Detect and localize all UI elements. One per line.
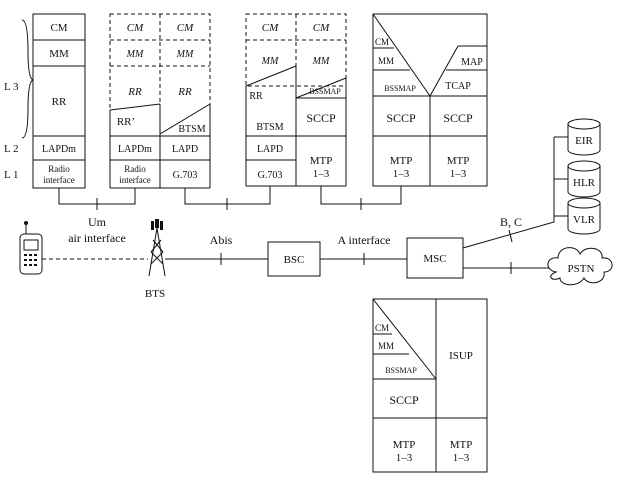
ms-radio-1: Radio: [48, 164, 70, 174]
msc-mtp-right-2: 1–3: [450, 168, 467, 180]
vlr-label: VLR: [573, 214, 596, 226]
ms-stack-frame: [32, 13, 86, 189]
layer-l1-label: L 1: [4, 169, 19, 181]
bts-mm-left: MM: [126, 49, 144, 60]
bts-label: BTS: [145, 288, 165, 300]
hlr-database: HLR: [567, 160, 601, 198]
layer-l2-label: L 2: [4, 143, 19, 155]
msc-cm: CM: [375, 37, 389, 47]
a-interface-label: A interface: [338, 233, 391, 247]
layer-l3-brace: [21, 19, 35, 139]
bts-rr-right: RR: [177, 86, 192, 98]
bts-cm-right: CM: [177, 22, 194, 34]
isup-stack-mtp-left-2: 1–3: [396, 452, 413, 464]
msc-mm: MM: [378, 56, 394, 66]
bc-interface-label: B, C: [500, 215, 522, 229]
ms-rr: RR: [52, 96, 67, 108]
layer-l3-label: L 3: [4, 81, 19, 93]
bsc-lapd: LAPD: [257, 144, 283, 155]
bts-radio-1: Radio: [124, 164, 146, 174]
isup-stack-mm: MM: [378, 341, 394, 351]
layer-labels: L 3 L 2 L 1: [4, 19, 35, 181]
bsc-sccp: SCCP: [306, 111, 336, 125]
stack-connectors: [58, 186, 402, 210]
isup-stack-mtp-right-2: 1–3: [453, 452, 470, 464]
isup-stack-isup: ISUP: [449, 350, 473, 362]
msc-sccp-left: SCCP: [386, 111, 416, 125]
ms-cm: CM: [50, 22, 67, 34]
isup-stack-bssmap: BSSMAP: [385, 366, 417, 375]
bsc-rr: RR: [249, 91, 263, 102]
bts-rr-left: RR: [127, 86, 142, 98]
isup-stack-mtp-left-1: MTP: [393, 439, 416, 451]
bsc-protocol-stack: CM MM RR BTSM LAPD G.703 CM MM BSSMAP SC…: [245, 13, 347, 187]
bts-rr-prime: RR’: [117, 116, 135, 128]
msc-sccp-right: SCCP: [443, 111, 473, 125]
msc-mtp-left-2: 1–3: [393, 168, 410, 180]
bsc-label: BSC: [284, 254, 305, 266]
bsc-cm-left: CM: [262, 22, 279, 34]
bts-mm-right: MM: [176, 49, 194, 60]
ms-protocol-stack: CM MM RR LAPDm Radio interface: [32, 13, 86, 189]
eir-database: EIR: [567, 118, 601, 156]
msc-tcap: TCAP: [445, 81, 471, 92]
pstn-cloud-icon: [547, 247, 613, 286]
isup-stack-sccp: SCCP: [389, 393, 419, 407]
um-label: Um: [88, 215, 107, 229]
abis-label: Abis: [210, 233, 233, 247]
hlr-label: HLR: [573, 177, 596, 189]
ms-lapdm: LAPDm: [42, 144, 76, 155]
bts-tower-icon: [148, 219, 166, 277]
network-diagram: Um air interface BTS Abis BSC A interfac…: [19, 118, 613, 300]
bsc-node: [267, 241, 321, 277]
mobile-phone-icon: [19, 221, 43, 275]
bts-g703: G.703: [173, 170, 198, 181]
ms-radio-2: interface: [43, 175, 74, 185]
air-interface-label: air interface: [68, 231, 126, 245]
msc-mtp-right-1: MTP: [447, 155, 470, 167]
bts-radio-2: interface: [119, 175, 150, 185]
bts-cm-left: CM: [127, 22, 144, 34]
bsc-cm-right: CM: [313, 22, 330, 34]
bsc-mtp-1: MTP: [310, 155, 333, 167]
vlr-database: VLR: [567, 197, 601, 235]
bsc-mm-right: MM: [312, 56, 330, 67]
msc-isup-stack-frame: [372, 298, 488, 473]
eir-label: EIR: [575, 135, 593, 147]
msc-mtp-left-1: MTP: [390, 155, 413, 167]
bsc-bssmap: BSSMAP: [309, 87, 341, 96]
ms-mm: MM: [49, 48, 69, 60]
msc-node: [406, 237, 464, 279]
bsc-mtp-2: 1–3: [313, 168, 330, 180]
msc-protocol-stack: CM MM BSSMAP SCCP MTP 1–3 MAP TCAP SCCP …: [372, 13, 488, 187]
isup-stack-cm: CM: [375, 323, 389, 333]
bts-lapdm: LAPDm: [118, 144, 152, 155]
msc-bssmap: BSSMAP: [384, 84, 416, 93]
isup-stack-mtp-right-1: MTP: [450, 439, 473, 451]
msc-map: MAP: [461, 57, 483, 68]
msc-isup-protocol-stack: CM MM BSSMAP SCCP MTP 1–3 ISUP MTP 1–3: [372, 298, 488, 473]
msc-label: MSC: [423, 253, 446, 265]
bts-btsm: BTSM: [178, 124, 205, 135]
bts-protocol-stack: CM MM RR RR’ LAPDm Radio interface CM MM…: [109, 13, 211, 189]
bts-lapd: LAPD: [172, 144, 198, 155]
bsc-mm-left: MM: [261, 56, 279, 67]
bsc-btsm: BTSM: [256, 122, 283, 133]
bsc-g703: G.703: [258, 170, 283, 181]
db-link-line: [462, 137, 555, 249]
pstn-label: PSTN: [568, 263, 595, 275]
